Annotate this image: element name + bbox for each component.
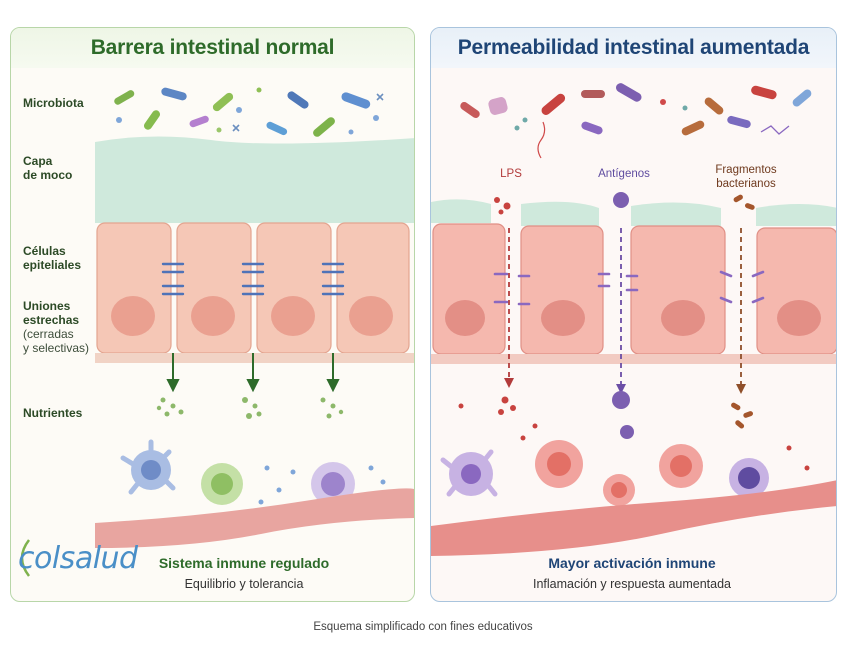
normal-barrier-panel: Barrera intestinal normal [10,27,415,602]
epithelial-cells [96,222,410,354]
nutrient-arrows [166,353,340,393]
increased-permeability-panel: Permeabilidad intestinal aumentada [430,27,837,602]
logo-arc-icon [20,539,31,577]
callout-antigens: Antígenos [598,168,650,180]
increased-permeability-title: Permeabilidad intestinal aumentada [431,28,836,68]
translocation-arrows [508,228,742,386]
damaged-epithelial-cells [432,223,836,355]
callout-fragments-1: Fragmentos [715,164,777,176]
immune-cells [120,439,386,506]
immune-activation-subtitle: Inflamación y respuesta aumentada [532,577,732,591]
increased-permeability-illustration [431,83,836,556]
normal-barrier-title: Barrera intestinal normal [11,28,414,68]
label-mucus-2: de moco [23,168,73,182]
lps-particles [458,197,516,415]
label-epithelial-1: Células [23,244,66,258]
label-nutrients: Nutrientes [23,406,83,420]
inflamed-blood-vessel [431,480,836,556]
label-mucus-1: Capa [23,154,53,168]
educational-caption: Esquema simplificado con fines educativo… [313,621,533,633]
blood-vessel [95,488,414,548]
nutrient-particles [156,397,344,419]
pathogenic-bacteria [460,83,812,159]
callout-lps: LPS [500,168,522,180]
label-junctions-2: estrechas [23,313,80,327]
normal-barrier-illustration [95,87,414,548]
mucus-fragment [431,199,491,223]
regulated-immune-title: Sistema inmune regulado [158,555,330,571]
callout-fragments-2: bacterianos [716,178,776,190]
label-junctions-1: Uniones [23,299,71,313]
label-epithelial-2: epiteliales [23,258,82,272]
activated-immune-cells [440,423,810,506]
antigen-particles [612,192,634,439]
colsalud-logo: colsalud [18,541,138,576]
label-junctions-3: (cerradas [23,327,74,341]
open-tight-junctions [493,270,765,306]
tight-junctions [161,262,345,296]
label-junctions-4: y selectivas) [23,341,90,355]
bacterial-fragments [731,194,755,429]
regulated-immune-subtitle: Equilibrio y tolerancia [184,577,304,591]
immune-activation-title: Mayor activación inmune [548,555,716,571]
mucus-layer [95,136,414,223]
microbiota-bacteria [114,87,384,137]
label-microbiota: Microbiota [23,96,84,110]
